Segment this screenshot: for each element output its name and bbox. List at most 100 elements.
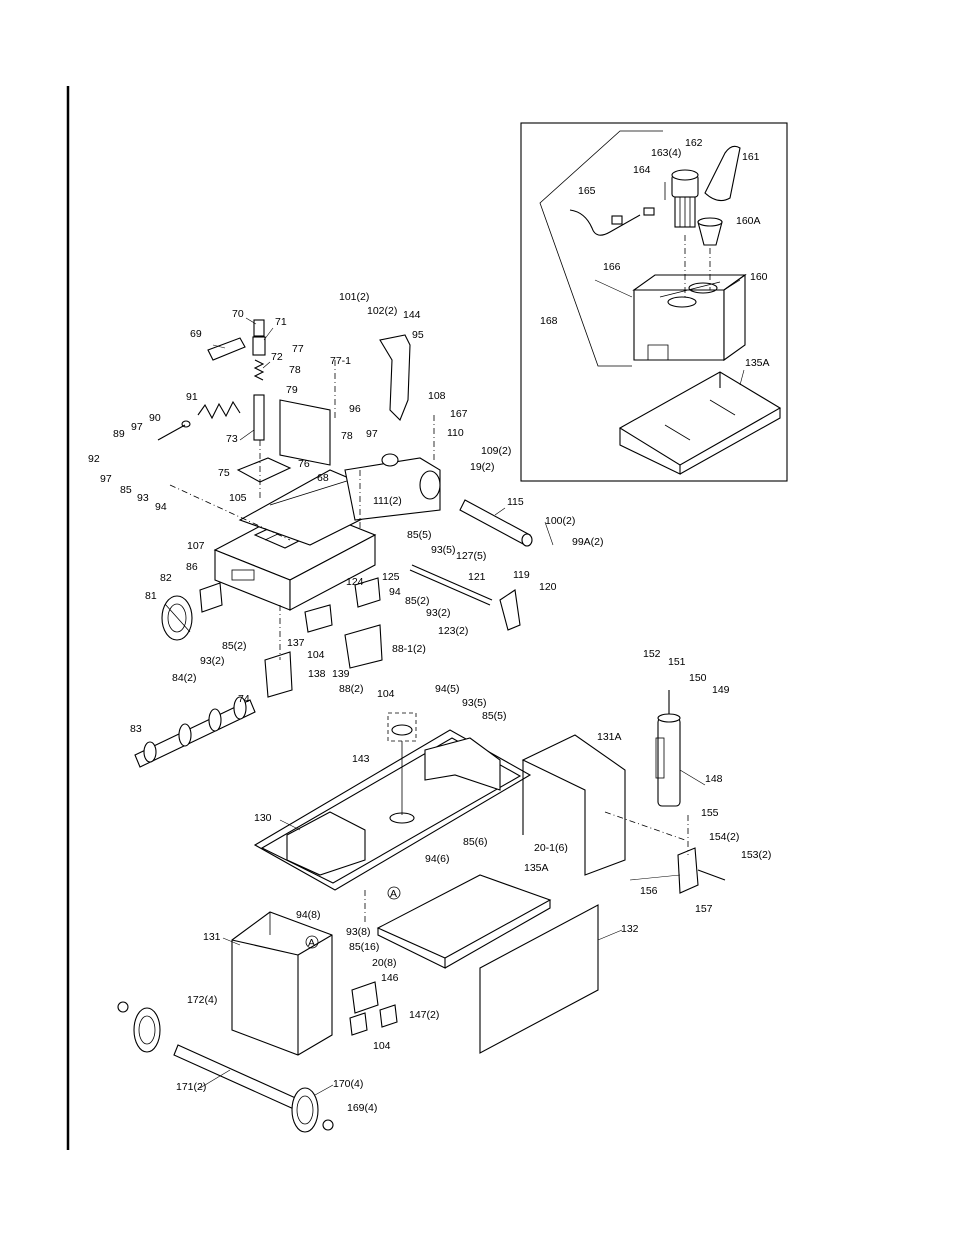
label-160: 160 (750, 271, 768, 283)
label-125: 125 (382, 571, 400, 583)
label-74: 74 (238, 693, 250, 705)
coolant-pipe (569, 209, 641, 236)
label-156: 156 (640, 885, 658, 897)
label-109: 109(2) (481, 445, 511, 457)
label-165: 165 (578, 185, 596, 197)
label-135a: 135A (524, 862, 549, 874)
label-99a: 99A(2) (572, 536, 604, 548)
label-119: 119 (513, 569, 530, 581)
label-127: 127(5) (456, 550, 486, 562)
label-85f: 85(6) (463, 836, 488, 848)
label-104a: 104 (307, 649, 325, 661)
label-102: 102(2) (367, 305, 397, 317)
label-69: 69 (190, 328, 202, 340)
label-146: 146 (381, 972, 399, 984)
label-150: 150 (689, 672, 707, 684)
label-95: 95 (412, 329, 424, 341)
label-151: 151 (668, 656, 686, 668)
coolant-tank (632, 273, 747, 362)
label-88-1: 88-1(2) (392, 643, 426, 655)
label-120: 120 (539, 581, 557, 593)
ref-a-1: A (390, 888, 397, 900)
label-97b: 97 (100, 473, 112, 485)
label-108: 108 (428, 390, 446, 402)
label-157: 157 (695, 903, 713, 915)
vise-post (236, 319, 292, 500)
label-72: 72 (271, 351, 283, 363)
label-121: 121 (468, 571, 486, 583)
stand-panel-left (231, 911, 333, 1056)
label-77-1: 77-1 (330, 355, 351, 367)
label-88: 88(2) (339, 683, 364, 695)
label-94a: 94 (155, 501, 167, 513)
label-94d: 94(6) (425, 853, 450, 865)
label-100: 100(2) (545, 515, 575, 527)
label-82: 82 (160, 572, 172, 584)
label-85c: 85(5) (407, 529, 432, 541)
label-75: 75 (218, 467, 230, 479)
label-143: 143 (352, 753, 370, 765)
pivot-shaft (459, 499, 533, 547)
label-94b: 94 (389, 586, 401, 598)
label-111: 111(2) (373, 495, 402, 507)
plate (279, 399, 331, 466)
label-76: 76 (298, 458, 310, 470)
label-71: 71 (275, 316, 287, 328)
label-138: 138 (308, 668, 326, 680)
label-77: 77 (292, 343, 304, 355)
label-97a: 97 (131, 421, 143, 433)
label-93e: 93(5) (462, 697, 487, 709)
label-85a: 85 (120, 484, 132, 496)
label-89: 89 (113, 428, 125, 440)
label-84: 84(2) (172, 672, 197, 684)
base-tray (253, 729, 532, 891)
label-97c: 97 (366, 428, 378, 440)
label-137: 137 (287, 637, 305, 649)
label-135a-inset: 135A (745, 357, 770, 369)
label-94e: 94(8) (296, 909, 321, 921)
label-79: 79 (286, 384, 298, 396)
label-105: 105 (229, 492, 247, 504)
coolant-tray (618, 371, 782, 475)
label-19: 19(2) (470, 461, 495, 473)
label-107: 107 (187, 540, 205, 552)
label-171: 171(2) (176, 1081, 206, 1093)
handle (207, 337, 246, 361)
label-160a: 160A (736, 215, 761, 227)
label-130: 130 (254, 812, 272, 824)
label-148: 148 (705, 773, 723, 785)
label-169: 169(4) (347, 1102, 377, 1114)
nut-block (264, 651, 293, 698)
label-93a: 93 (137, 492, 149, 504)
label-81: 81 (145, 590, 157, 602)
label-20-1: 20-1(6) (534, 842, 568, 854)
label-164: 164 (633, 164, 651, 176)
label-78b: 78 (341, 430, 353, 442)
lever (499, 589, 521, 631)
axle (173, 1044, 301, 1111)
lead-screw (134, 696, 256, 768)
label-131: 131 (203, 931, 221, 943)
label-20: 20(8) (372, 957, 397, 969)
label-152: 152 (643, 648, 661, 660)
ref-a-2: A (308, 937, 315, 949)
label-153: 153(2) (741, 849, 771, 861)
label-110: 110 (447, 427, 464, 439)
label-104b: 104 (377, 688, 395, 700)
coolant-pump (671, 169, 699, 228)
label-70: 70 (232, 308, 244, 320)
label-85g: 85(16) (349, 941, 379, 953)
coolant-hose (704, 145, 741, 202)
label-85e: 85(5) (482, 710, 507, 722)
label-163: 163(4) (651, 147, 681, 159)
label-96: 96 (349, 403, 361, 415)
label-147: 147(2) (409, 1009, 439, 1021)
label-92: 92 (88, 453, 100, 465)
label-86: 86 (186, 561, 198, 573)
wheel-left (117, 1001, 161, 1053)
label-162: 162 (685, 137, 703, 149)
label-93b: 93(2) (200, 655, 225, 667)
label-154: 154(2) (709, 831, 739, 843)
